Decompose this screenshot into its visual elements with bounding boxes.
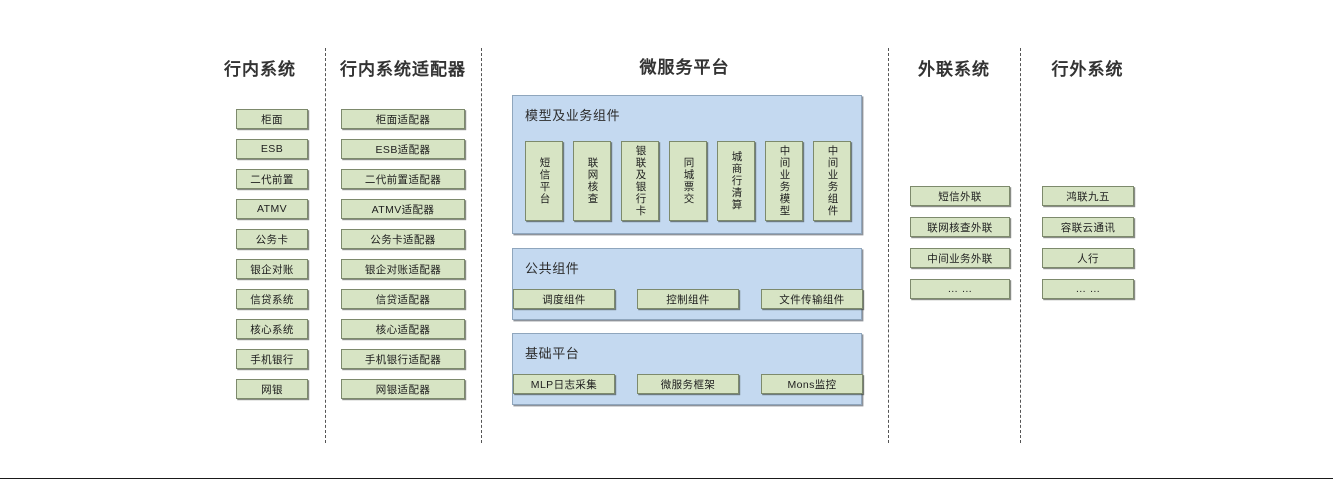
node-label: 短信平台: [538, 157, 551, 205]
node-model-business-components-2[interactable]: 银联及银行卡: [621, 141, 659, 221]
panel-public-components: 公共组件调度组件 控制组件 文件传输组件: [512, 248, 863, 320]
node-external-link-systems-1[interactable]: 联网核查外联: [910, 217, 1010, 237]
node-model-business-components-0[interactable]: 短信平台: [525, 141, 563, 221]
node-model-business-components-5[interactable]: 中间业务模型: [765, 141, 803, 221]
node-basic-platform-0[interactable]: MLP日志采集: [513, 374, 615, 394]
node-intra-bank-systems-8[interactable]: 手机银行: [236, 349, 308, 369]
node-label: 中间业务模型: [778, 145, 791, 217]
node-public-components-2[interactable]: 文件传输组件: [761, 289, 863, 309]
column-title-extra-bank-systems: 行外系统: [1051, 60, 1124, 79]
column-title-intra-bank-adapters: 行内系统适配器: [340, 60, 466, 79]
column-title-intra-bank-systems: 行内系统: [224, 60, 296, 79]
column-divider-2: [481, 48, 482, 443]
column-divider-1: [325, 48, 326, 443]
node-intra-bank-systems-3[interactable]: ATMV: [236, 199, 308, 219]
node-label: 同城票交: [682, 157, 695, 205]
node-intra-bank-systems-6[interactable]: 信贷系统: [236, 289, 308, 309]
panel-basic-platform: 基础平台 MLP日志采集 微服务框架 Mons监控: [512, 333, 863, 405]
node-intra-bank-systems-5[interactable]: 银企对账: [236, 259, 308, 279]
node-intra-bank-adapters-1[interactable]: ESB适配器: [341, 139, 465, 159]
node-intra-bank-systems-4[interactable]: 公务卡: [236, 229, 308, 249]
node-label: 银联及银行卡: [634, 145, 647, 217]
node-model-business-components-4[interactable]: 城商行清算: [717, 141, 755, 221]
node-external-link-systems-3[interactable]: … …: [910, 279, 1010, 299]
node-intra-bank-systems-0[interactable]: 柜面: [236, 109, 308, 129]
panel-title-model-business-components: 模型及业务组件: [525, 108, 621, 123]
node-intra-bank-systems-9[interactable]: 网银: [236, 379, 308, 399]
node-intra-bank-systems-1[interactable]: ESB: [236, 139, 308, 159]
node-public-components-1[interactable]: 控制组件: [637, 289, 739, 309]
node-label: 中间业务组件: [826, 145, 839, 217]
column-title-external-link-systems: 外联系统: [918, 60, 990, 79]
column-title-microservice-platform: 微服务平台: [639, 58, 730, 77]
node-label: 城商行清算: [730, 151, 743, 211]
bottom-rule: [0, 478, 1333, 479]
panel-model-business-components: 模型及业务组件短信平台 联网核查 银联及银行卡 同城票交 城商行清算 中间业务模型 中间业务…: [512, 95, 862, 234]
node-extra-bank-systems-3[interactable]: … …: [1042, 279, 1134, 299]
node-basic-platform-2[interactable]: Mons监控: [761, 374, 863, 394]
node-public-components-0[interactable]: 调度组件: [513, 289, 615, 309]
node-label: 联网核查: [586, 157, 599, 205]
node-intra-bank-adapters-5[interactable]: 银企对账适配器: [341, 259, 465, 279]
node-intra-bank-adapters-2[interactable]: 二代前置适配器: [341, 169, 465, 189]
node-intra-bank-adapters-8[interactable]: 手机银行适配器: [341, 349, 465, 369]
column-divider-4: [1020, 48, 1021, 443]
column-divider-3: [888, 48, 889, 443]
node-basic-platform-1[interactable]: 微服务框架: [637, 374, 739, 394]
node-external-link-systems-0[interactable]: 短信外联: [910, 186, 1010, 206]
node-intra-bank-adapters-0[interactable]: 柜面适配器: [341, 109, 465, 129]
node-intra-bank-adapters-7[interactable]: 核心适配器: [341, 319, 465, 339]
node-external-link-systems-2[interactable]: 中间业务外联: [910, 248, 1010, 268]
node-model-business-components-6[interactable]: 中间业务组件: [813, 141, 851, 221]
node-model-business-components-3[interactable]: 同城票交: [669, 141, 707, 221]
node-model-business-components-1[interactable]: 联网核查: [573, 141, 611, 221]
node-intra-bank-adapters-9[interactable]: 网银适配器: [341, 379, 465, 399]
node-intra-bank-systems-2[interactable]: 二代前置: [236, 169, 308, 189]
node-intra-bank-adapters-4[interactable]: 公务卡适配器: [341, 229, 465, 249]
panel-title-public-components: 公共组件: [525, 261, 580, 276]
node-intra-bank-adapters-6[interactable]: 信贷适配器: [341, 289, 465, 309]
node-extra-bank-systems-0[interactable]: 鸿联九五: [1042, 186, 1134, 206]
node-extra-bank-systems-1[interactable]: 容联云通讯: [1042, 217, 1134, 237]
node-intra-bank-adapters-3[interactable]: ATMV适配器: [341, 199, 465, 219]
node-extra-bank-systems-2[interactable]: 人行: [1042, 248, 1134, 268]
panel-title-basic-platform: 基础平台: [525, 346, 580, 361]
node-intra-bank-systems-7[interactable]: 核心系统: [236, 319, 308, 339]
